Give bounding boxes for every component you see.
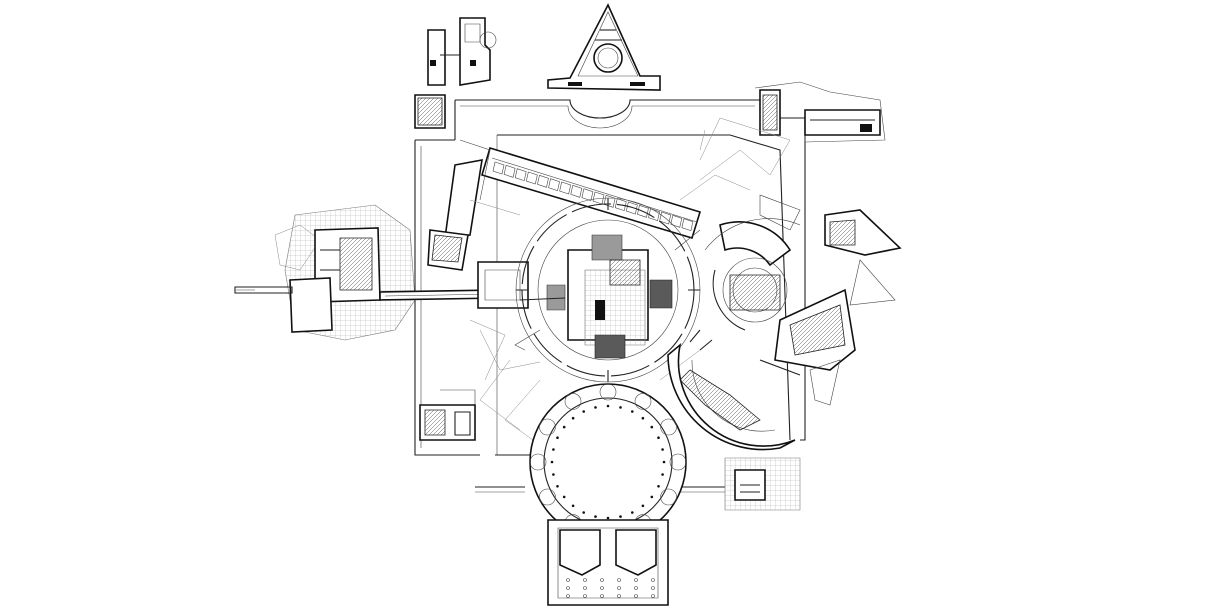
central-rotunda	[514, 197, 701, 383]
domed-church	[529, 383, 687, 606]
connector-bridge	[379, 261, 529, 309]
top-right-building	[754, 81, 886, 143]
top-left-building	[414, 17, 497, 129]
left-grid-building	[234, 204, 416, 341]
east-fan-complex	[704, 194, 902, 406]
diagonal-wing	[427, 139, 702, 271]
bottom-left-building	[419, 389, 476, 441]
triangle-building	[547, 3, 661, 91]
small-grid-square	[724, 457, 801, 511]
paving-lines	[469, 117, 791, 446]
crescent-building	[667, 329, 796, 451]
